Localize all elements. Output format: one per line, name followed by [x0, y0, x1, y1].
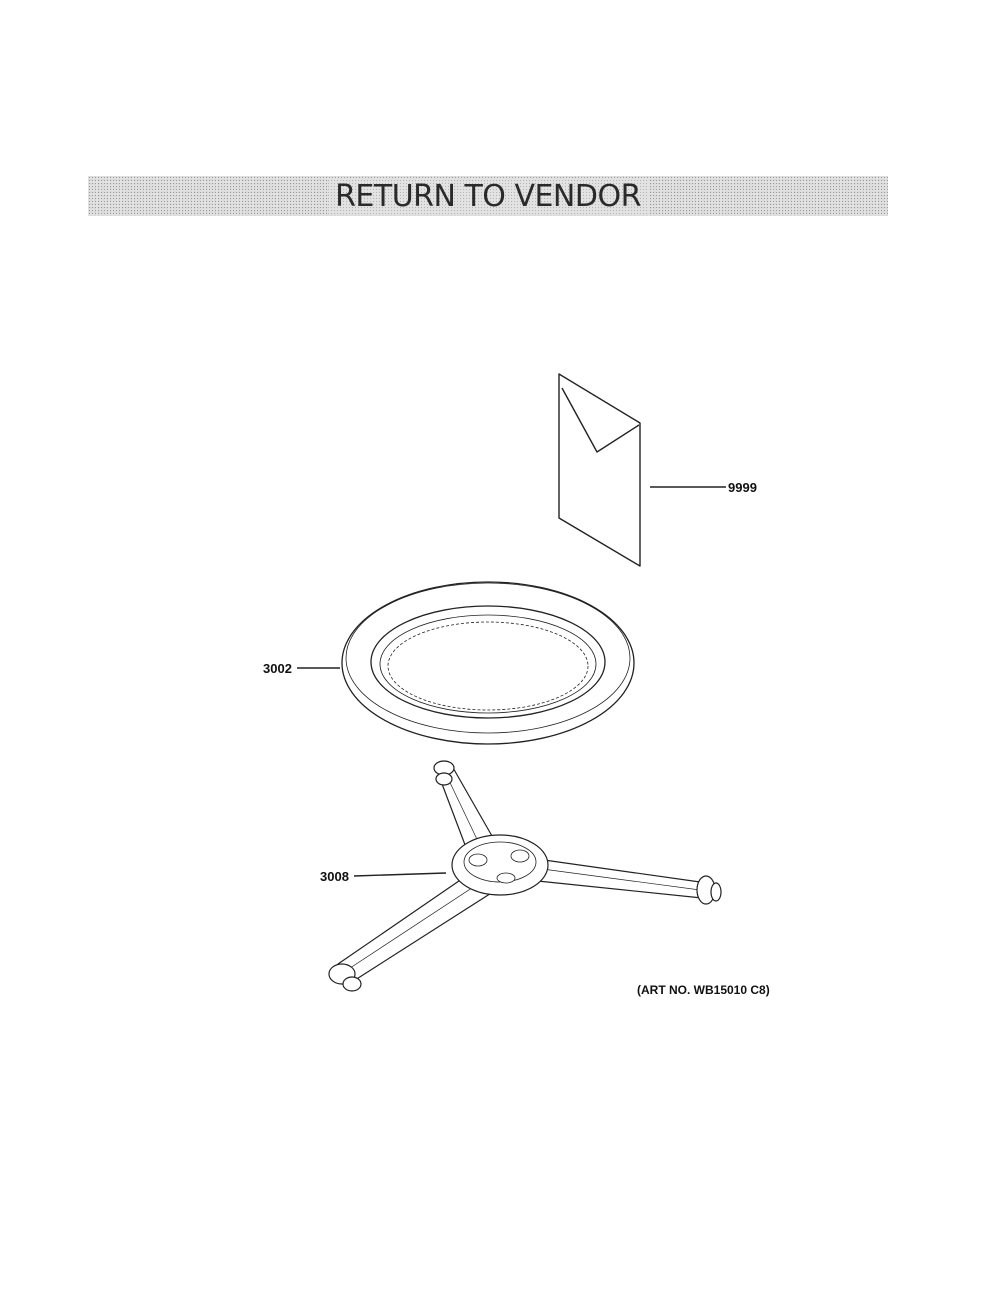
banner-title: RETURN TO VENDOR — [327, 178, 649, 214]
art-number: (ART NO. WB15010 C8) — [637, 983, 770, 997]
part-label-3008: 3008 — [320, 869, 349, 884]
part-label-3002: 3002 — [263, 661, 292, 676]
envelope-part — [558, 373, 641, 567]
leader-line-3008 — [353, 872, 447, 877]
glass-tray-part — [341, 581, 635, 745]
roller-support-part — [328, 760, 722, 992]
return-to-vendor-banner: RETURN TO VENDOR — [88, 176, 888, 216]
part-label-9999: 9999 — [728, 480, 757, 495]
